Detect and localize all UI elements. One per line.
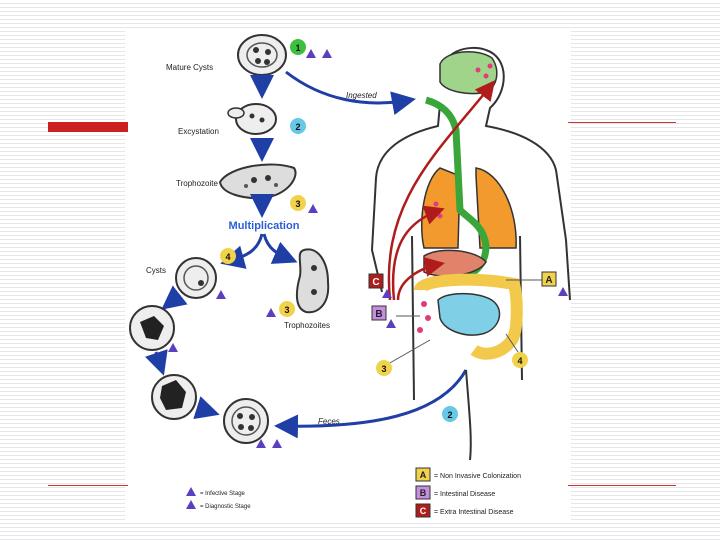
rule-top-right — [568, 122, 676, 123]
arrow-ingested — [285, 70, 416, 116]
diagnostic-stage-icon — [558, 287, 568, 296]
pointer-4 — [505, 333, 519, 353]
quadrinucleate-cyst-icon — [151, 374, 197, 420]
stage-number-4-icon — [220, 248, 236, 264]
esophagus-stomach-icon — [424, 96, 490, 282]
legend-letter-c: C — [420, 506, 427, 516]
body-number-3-icon — [376, 360, 392, 376]
label-multiplication: Multiplication — [229, 220, 300, 232]
legend-diagnostic: = Diagnostic Stage — [200, 504, 251, 510]
letter-c: C — [372, 277, 379, 288]
legend-box-a — [415, 467, 431, 482]
legend-infective: = Infective Stage — [200, 491, 246, 497]
arrow-to-brain — [387, 80, 496, 301]
legend-box-c — [415, 503, 431, 518]
stage-number-2: 2 — [295, 122, 300, 132]
diagnostic-stage-icon — [308, 204, 318, 213]
small-intestine-icon — [437, 292, 501, 336]
left-lung-icon — [421, 167, 461, 249]
legend-letter-b: B — [420, 488, 427, 498]
arrow-to-mature-cyst — [193, 396, 220, 420]
legend-box-b — [415, 485, 431, 500]
legend-text-a: = Non Invasive Colonization — [434, 473, 521, 480]
legend-text-b: = Intestinal Disease — [434, 491, 495, 498]
stage-number-1: 1 — [295, 43, 300, 53]
trophozoite-icon — [218, 163, 297, 200]
label-trophozoites: Trophozoites — [284, 321, 330, 330]
diagnostic-stage-icon — [186, 500, 196, 509]
stage-number-3-icon — [290, 195, 306, 211]
diagnostic-stage-icon — [382, 289, 392, 298]
pointer-3 — [387, 339, 431, 365]
diagnostic-stage-icon — [266, 308, 276, 317]
stage-number-2-icon — [290, 118, 306, 134]
trophozoites-icon — [295, 248, 330, 314]
legend-text-c: = Extra Intestinal Disease — [434, 509, 514, 516]
infective-stage-icon — [306, 49, 316, 58]
stage-number-3: 3 — [295, 199, 300, 209]
diagnostic-stage-icon — [322, 49, 332, 58]
mature-cyst-feces-icon — [223, 398, 269, 444]
rule-bottom-left — [48, 485, 128, 486]
body-number-2: 2 — [447, 410, 452, 420]
infective-stage-icon — [168, 343, 178, 352]
label-feces: Feces — [318, 417, 340, 426]
letter-a: A — [545, 275, 552, 286]
mature-cyst-icon — [237, 34, 287, 76]
diagnostic-stage-icon — [272, 439, 282, 448]
arrow-feces — [274, 369, 468, 439]
legend-letter-a: A — [420, 470, 427, 480]
excystation-icon — [227, 103, 277, 135]
title-accent-bar — [48, 122, 128, 132]
body-number-3: 3 — [381, 364, 386, 374]
diagnostic-stage-icon — [386, 319, 396, 328]
label-trophozoite: Trophozoite — [176, 179, 219, 188]
cyst-icon — [175, 257, 217, 299]
rule-bottom-right — [568, 485, 676, 486]
arrow-to-quadrinucleate — [144, 349, 168, 376]
body-number-2-icon — [442, 406, 458, 422]
arrow-to-trophozoites — [262, 233, 298, 264]
infective-stage-icon — [216, 290, 226, 299]
body-number-4: 4 — [517, 356, 522, 366]
letter-b: B — [375, 309, 382, 320]
letter-box-a — [541, 271, 557, 287]
infective-stage-icon — [186, 487, 196, 496]
label-excystation: Excystation — [178, 127, 219, 136]
stage-number-4: 4 — [225, 252, 230, 262]
infective-stage-icon — [256, 439, 266, 448]
arrow-to-lung — [391, 205, 445, 301]
arrow-cyst-to-binucleate — [161, 285, 188, 310]
binucleate-cyst-icon — [129, 305, 175, 351]
arrow-to-liver — [396, 257, 445, 301]
letter-box-b — [371, 305, 387, 321]
body-number-4-icon — [512, 352, 528, 368]
label-ingested: Ingested — [346, 91, 377, 100]
letter-box-c — [368, 273, 384, 289]
stage-number-3b-icon — [279, 301, 295, 317]
label-cysts: Cysts — [146, 266, 166, 275]
stage-number-1-icon — [290, 39, 306, 55]
label-mature-cysts: Mature Cysts — [166, 63, 213, 72]
right-lung-icon — [475, 167, 517, 249]
large-intestine-icon — [414, 273, 523, 360]
stage-number-3b: 3 — [284, 305, 289, 315]
